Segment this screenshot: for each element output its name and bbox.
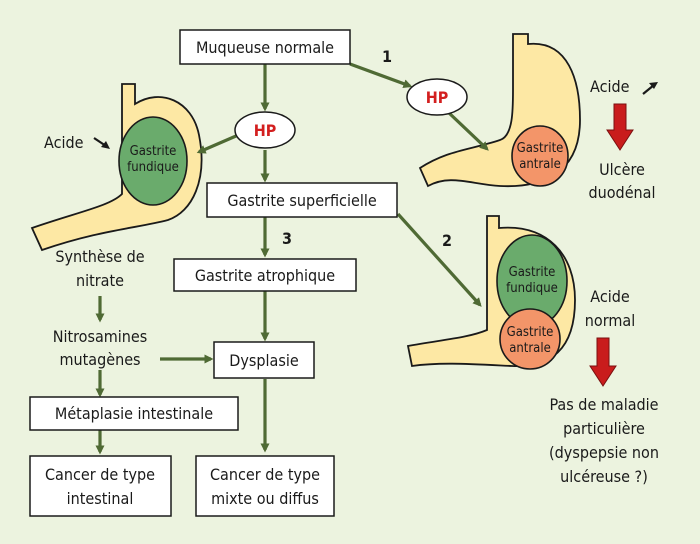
top-right-antral-label-2: antrale — [519, 157, 561, 172]
box-dysplasie: Dysplasie — [213, 341, 315, 379]
box-metaplasie-intestinale-label: Métaplasie intestinale — [55, 404, 213, 423]
synthese-label-2: nitrate — [76, 271, 124, 290]
bottom-right-antral-zone — [499, 308, 561, 370]
top-right-outcome-1: Ulcère — [599, 160, 645, 179]
red-arrow-no-disease — [589, 337, 617, 387]
box-cancer-mixte-label-2: mixte ou diffus — [211, 489, 319, 508]
box-metaplasie-intestinale: Métaplasie intestinale — [29, 396, 239, 431]
nitrosamines-label-1: Nitrosamines — [53, 327, 148, 346]
left-fundic-label-2: fundique — [127, 160, 179, 175]
bottom-right-acid-1: Acide — [590, 287, 630, 306]
left-stomach: Gastrite fundique — [30, 83, 203, 252]
arrow-down-right-icon — [93, 137, 110, 149]
bottom-right-antral-label-1: Gastrite — [507, 325, 554, 340]
synthese-label-1: Synthèse de — [55, 247, 144, 266]
hp-right: HP — [406, 78, 468, 116]
box-muqueuse-normale-label: Muqueuse normale — [196, 38, 334, 57]
top-right-antral-label-1: Gastrite — [517, 141, 564, 156]
box-gastrite-atrophique-label: Gastrite atrophique — [195, 266, 335, 285]
arrow-up-right-icon — [642, 82, 658, 95]
hp-left-label: HP — [254, 121, 277, 140]
box-dysplasie-label: Dysplasie — [229, 351, 299, 370]
path-number-3: 3 — [282, 229, 292, 248]
bottom-right-acid-2: normal — [585, 311, 635, 330]
path-number-1: 1 — [382, 47, 392, 66]
left-fundic-zone — [118, 116, 188, 206]
bottom-right-antral-label-2: antrale — [509, 341, 551, 356]
hp-right-label: HP — [426, 88, 449, 107]
flow-arrows — [95, 62, 489, 455]
top-right-outcome-2: duodénal — [588, 183, 655, 202]
bottom-right-fundic-label-1: Gastrite — [509, 265, 556, 280]
bottom-right-outcome-4: ulcéreuse ?) — [560, 467, 648, 486]
path-number-2: 2 — [442, 231, 452, 250]
bottom-right-fundic-label-2: fundique — [506, 281, 558, 296]
bottom-right-outcome-3: (dyspepsie non — [549, 443, 659, 462]
top-right-antral-zone — [511, 125, 569, 187]
red-arrow-ulcer — [606, 103, 634, 151]
nitrosamines-label-2: mutagènes — [59, 350, 140, 369]
box-muqueuse-normale: Muqueuse normale — [179, 29, 351, 65]
arrow-normal-to-hp-right — [349, 62, 413, 88]
left-acid-label: Acide — [44, 133, 84, 152]
arrow-hp-right-to-antral — [446, 110, 489, 151]
top-right-acid-label: Acide — [590, 77, 630, 96]
left-fundic-label-1: Gastrite — [130, 144, 177, 159]
bottom-right-outcome-2: particulière — [563, 419, 645, 438]
box-cancer-intestinal-label-1: Cancer de type — [45, 465, 155, 484]
box-gastrite-superficielle: Gastrite superficielle — [206, 182, 398, 218]
box-cancer-mixte-label-1: Cancer de type — [210, 465, 320, 484]
bottom-right-stomach: Gastrite fundique Gastrite antrale — [406, 215, 576, 370]
box-cancer-intestinal-label-2: intestinal — [67, 489, 134, 508]
box-gastrite-superficielle-label: Gastrite superficielle — [227, 191, 376, 210]
top-right-stomach: Gastrite antrale — [418, 33, 581, 188]
hp-left: HP — [234, 111, 296, 149]
arrow-hp-left-to-fundic — [196, 134, 237, 154]
box-cancer-mixte: Cancer de type mixte ou diffus — [195, 455, 335, 517]
bottom-right-outcome-1: Pas de maladie — [549, 395, 658, 414]
box-gastrite-atrophique: Gastrite atrophique — [173, 258, 357, 292]
box-cancer-intestinal: Cancer de type intestinal — [29, 455, 172, 517]
arrow-superficielle-to-right-stomach — [396, 212, 482, 307]
